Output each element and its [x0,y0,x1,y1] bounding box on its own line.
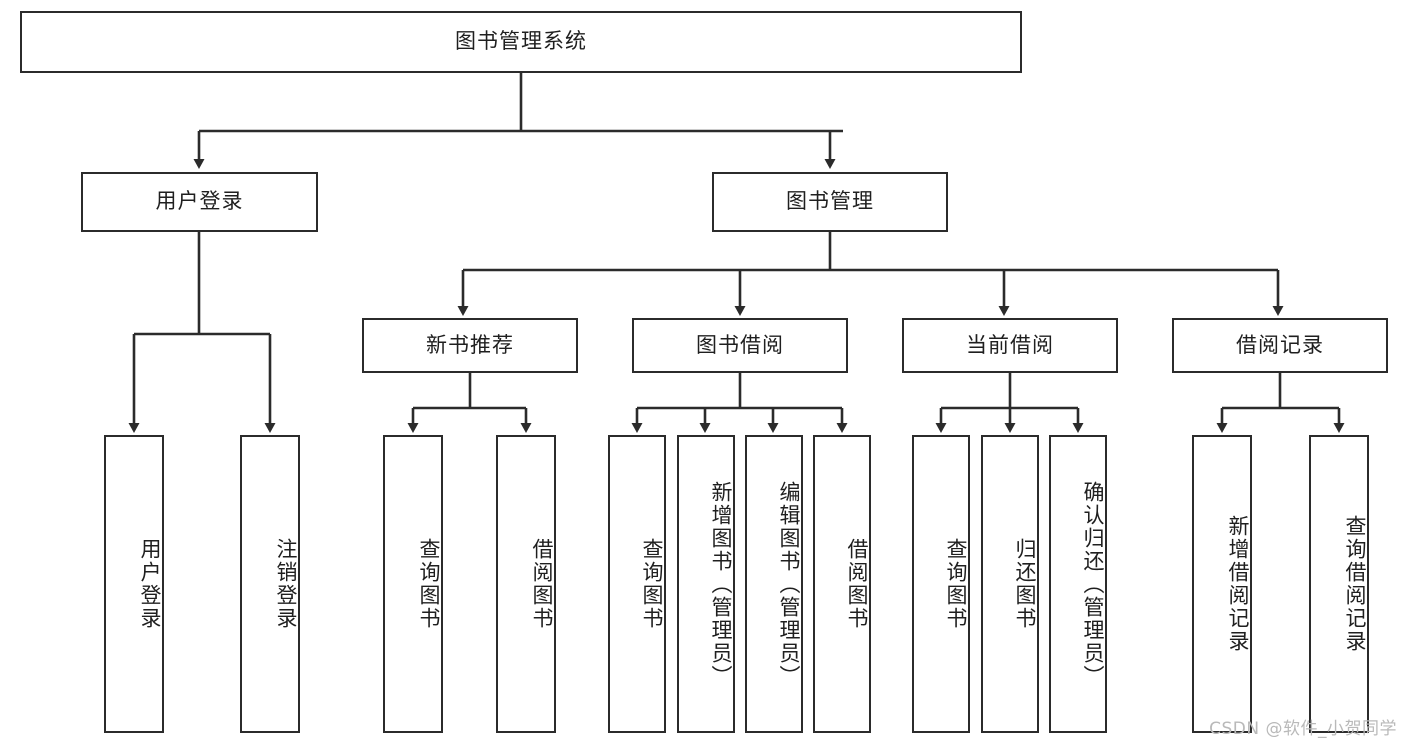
node-new-book-recommend-label: 新书推荐 [426,332,514,357]
node-leaf-logout-login[interactable]: 注销登录 [240,435,300,733]
node-leaf-edit-book-admin[interactable]: 编辑图书（管理员） [745,435,803,733]
node-leaf-edit-book-admin-label: 编辑图书（管理员） [777,480,801,688]
node-book-borrow-label: 图书借阅 [696,332,784,357]
node-book-manage[interactable]: 图书管理 [712,172,948,232]
node-leaf-user-login[interactable]: 用户登录 [104,435,164,733]
node-leaf-add-book-admin[interactable]: 新增图书（管理员） [677,435,735,733]
node-root-label: 图书管理系统 [455,29,587,54]
node-leaf-query-book-current[interactable]: 查询图书 [912,435,970,733]
node-leaf-add-book-admin-label: 新增图书（管理员） [709,480,733,688]
node-leaf-query-book-borrow[interactable]: 查询图书 [608,435,666,733]
node-leaf-return-book-label: 归还图书 [1013,538,1037,630]
node-leaf-borrow-book-recommend-label: 借阅图书 [530,538,554,630]
node-current-borrow[interactable]: 当前借阅 [902,318,1118,373]
node-leaf-borrow-book[interactable]: 借阅图书 [813,435,871,733]
node-user-login[interactable]: 用户登录 [81,172,318,232]
node-leaf-add-borrow-record[interactable]: 新增借阅记录 [1192,435,1252,733]
node-leaf-query-borrow-record-label: 查询借阅记录 [1343,515,1367,653]
node-leaf-logout-login-label: 注销登录 [274,538,298,630]
node-leaf-add-borrow-record-label: 新增借阅记录 [1226,515,1250,653]
node-leaf-user-login-label: 用户登录 [138,538,162,630]
node-leaf-query-book-borrow-label: 查询图书 [640,538,664,630]
node-leaf-query-borrow-record[interactable]: 查询借阅记录 [1309,435,1369,733]
csdn-watermark: CSDN @软件_小贺同学 [1209,719,1397,739]
node-current-borrow-label: 当前借阅 [966,332,1054,357]
node-leaf-confirm-return-admin[interactable]: 确认归还（管理员） [1049,435,1107,733]
node-root[interactable]: 图书管理系统 [20,11,1022,73]
node-leaf-confirm-return-admin-label: 确认归还（管理员） [1081,480,1105,688]
node-book-borrow[interactable]: 图书借阅 [632,318,848,373]
node-new-book-recommend[interactable]: 新书推荐 [362,318,578,373]
node-borrow-record[interactable]: 借阅记录 [1172,318,1388,373]
node-user-login-label: 用户登录 [155,189,244,214]
node-leaf-return-book[interactable]: 归还图书 [981,435,1039,733]
node-leaf-borrow-book-recommend[interactable]: 借阅图书 [496,435,556,733]
node-leaf-borrow-book-label: 借阅图书 [845,538,869,630]
node-borrow-record-label: 借阅记录 [1236,332,1324,357]
node-leaf-query-book-recommend-label: 查询图书 [417,538,441,630]
node-leaf-query-book-current-label: 查询图书 [944,538,968,630]
node-leaf-query-book-recommend[interactable]: 查询图书 [383,435,443,733]
node-book-manage-label: 图书管理 [786,189,874,214]
